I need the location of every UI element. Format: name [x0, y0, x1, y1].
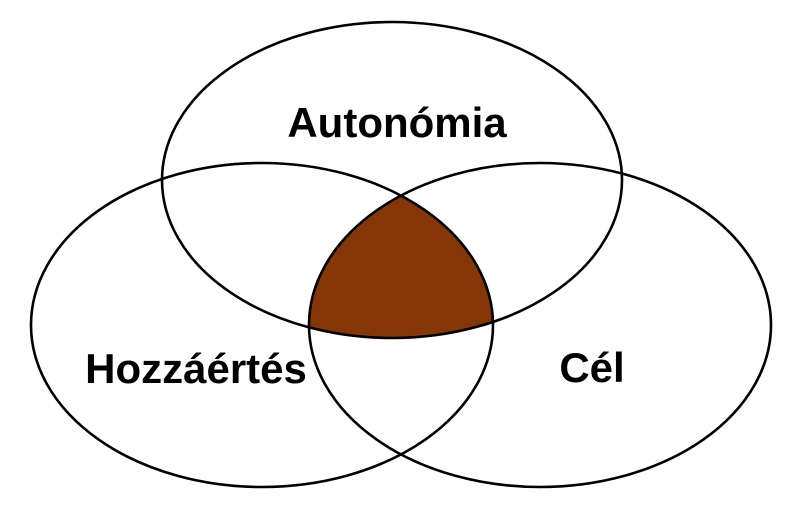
autonomia-label: Autonómia — [287, 99, 507, 146]
cel-ellipse — [307, 161, 773, 489]
cel-label: Cél — [559, 344, 624, 391]
triple-intersection-clip-group — [309, 163, 493, 338]
hozzaertes-label: Hozzáértés — [85, 345, 307, 392]
triple-intersection-region — [309, 163, 493, 338]
hozzaertes-ellipse — [29, 161, 495, 489]
